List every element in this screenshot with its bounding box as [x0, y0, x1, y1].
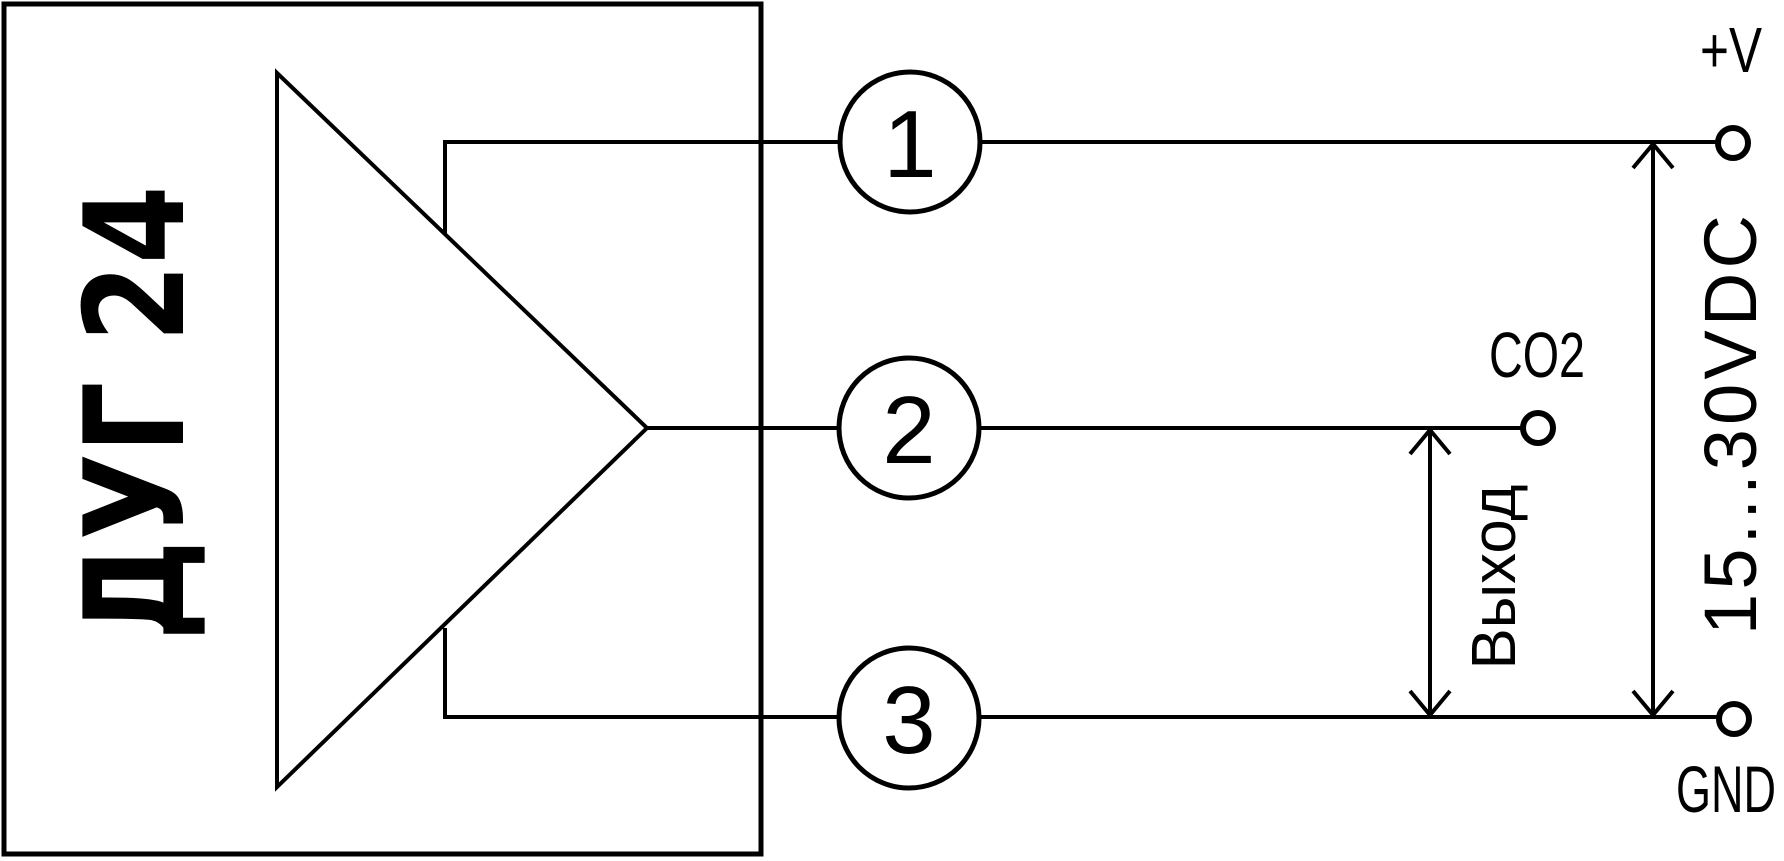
pin-circle-2	[836, 355, 982, 501]
label-gnd: GND	[1676, 752, 1776, 826]
pin-number-1: 1	[883, 91, 936, 198]
pin-circle-3	[836, 645, 982, 791]
terminal-gnd	[1716, 701, 1752, 737]
arrow-down-icon	[1408, 689, 1452, 719]
arrow-up-icon	[1631, 140, 1675, 170]
wire-pin1-plus-v	[443, 140, 1717, 233]
arrow-up-icon	[1408, 426, 1452, 456]
pin-number-2: 2	[882, 377, 935, 484]
label-output: Выход	[1460, 485, 1529, 670]
arrow-down-icon	[1631, 689, 1675, 719]
pin-circle-1	[837, 69, 983, 215]
pin-number-3: 3	[882, 667, 935, 774]
terminal-co2	[1520, 410, 1556, 446]
terminal-plus-v	[1715, 125, 1751, 161]
device-label: ДУГ 24	[55, 186, 216, 641]
supply-dimension	[1631, 140, 1675, 719]
label-co2: CO2	[1489, 319, 1585, 391]
output-dimension	[1408, 426, 1452, 719]
device-outline	[1, 1, 764, 857]
label-plus-v: +V	[1700, 14, 1762, 86]
sensor-triangle-symbol	[275, 68, 650, 792]
label-supply-voltage: 15...30VDC	[1689, 215, 1772, 635]
wire-pin3-gnd	[443, 628, 1718, 719]
